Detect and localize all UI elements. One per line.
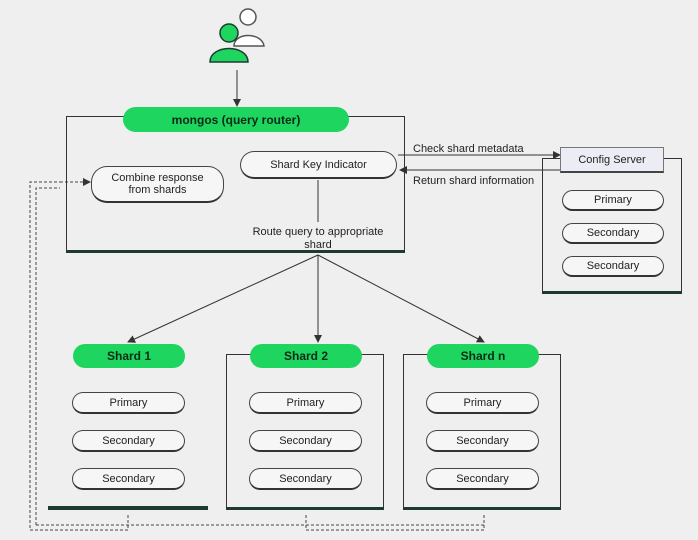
config-secondary-2: Secondary: [562, 256, 664, 277]
route-to-shard-n: [317, 254, 485, 343]
combine-response-node: Combine response from shards: [91, 166, 224, 203]
config-server-title: Config Server: [560, 147, 664, 173]
shard-1-title: Shard 1: [73, 344, 185, 368]
shard-1-secondary-2: Secondary: [72, 468, 185, 490]
shard-n-secondary-1: Secondary: [426, 430, 539, 452]
return-info-label: Return shard information: [413, 175, 535, 187]
config-primary: Primary: [562, 190, 664, 211]
users-icon: [209, 8, 265, 63]
shard-n-title: Shard n: [427, 344, 539, 368]
config-secondary-1: Secondary: [562, 223, 664, 244]
router-title: mongos (query router): [123, 107, 349, 132]
shard-1-primary: Primary: [72, 392, 185, 414]
shard-2-title: Shard 2: [250, 344, 362, 368]
shard-n-secondary-2: Secondary: [426, 468, 539, 490]
shard-1-secondary-1: Secondary: [72, 430, 185, 452]
shard-n-primary: Primary: [426, 392, 539, 414]
shard-2-secondary-2: Secondary: [249, 468, 362, 490]
response-dashed-lines: [29, 181, 485, 531]
shard-1-ground: [48, 506, 208, 510]
shard-2-primary: Primary: [249, 392, 362, 414]
route-to-shard-1: [127, 254, 319, 343]
route-query-label: Route query to appropriate shard: [252, 226, 384, 251]
shard-key-indicator: Shard Key Indicator: [240, 151, 397, 179]
shard-2-secondary-1: Secondary: [249, 430, 362, 452]
check-metadata-label: Check shard metadata: [413, 143, 524, 155]
